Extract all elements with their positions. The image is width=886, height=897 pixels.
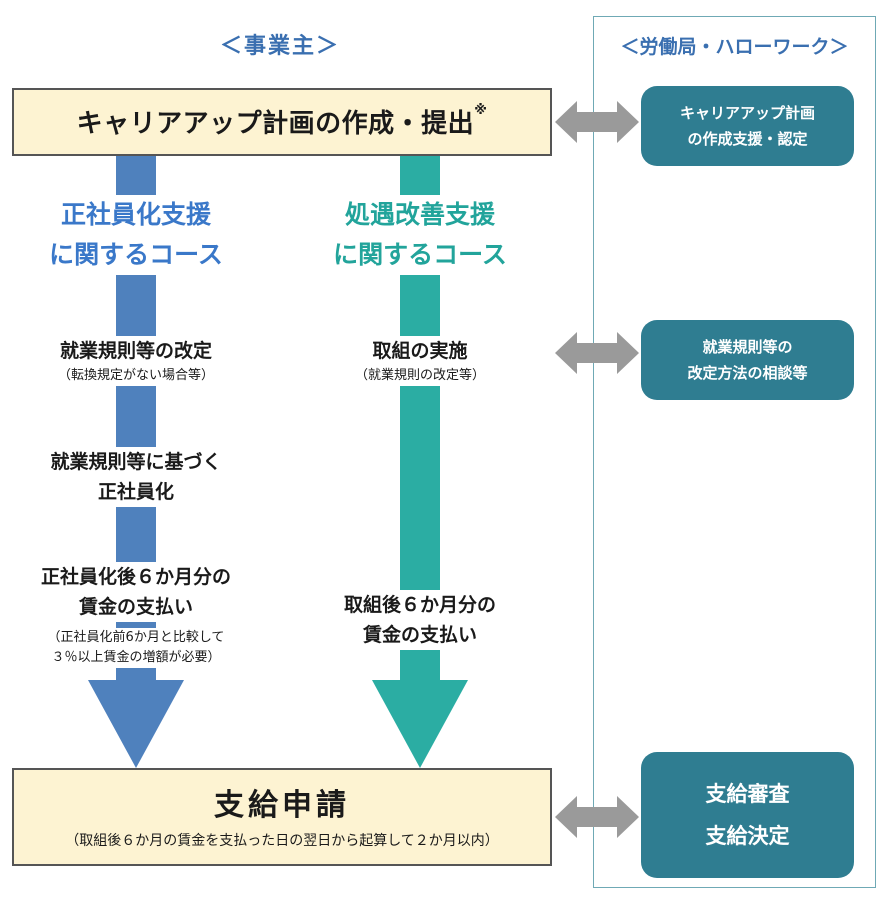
office-plan-support-box: キャリアアップ計画 の作成支援・認定	[641, 86, 854, 166]
office-consultation-line2: 改定方法の相談等	[687, 364, 808, 382]
application-deadline-note: （取組後６か月の賃金を支払った日の翌日から起算して２か月以内）	[65, 833, 499, 849]
regular-step-rules-revision: 就業規則等の改定 （転換規定がない場合等）	[14, 336, 258, 386]
office-decision-line: 支給決定	[705, 824, 790, 848]
plan-title-line: キャリアアップ計画の作成・提出※	[14, 103, 550, 140]
treatment-course-title: 処遇改善支援 に関するコース	[304, 195, 536, 275]
employer-header: ＜事業主＞	[219, 34, 340, 59]
application-title: 支給申請	[214, 788, 350, 823]
regular-step-conversion: 就業規則等に基づく 正社員化	[14, 447, 258, 507]
treatment-course-title-line2: に関するコース	[333, 240, 507, 269]
office-plan-support-line1: キャリアアップ計画	[679, 104, 815, 122]
office-header: ＜労働局・ハローワーク＞	[620, 36, 849, 58]
exchange-arrow-consultation	[555, 332, 639, 374]
regular-course-title-line1: 正社員化支援	[60, 200, 211, 229]
regular-step-conversion-line1: 就業規則等に基づく	[50, 451, 222, 473]
regular-course-arrow-head	[88, 680, 184, 768]
career-up-plan-box: キャリアアップ計画の作成・提出※	[12, 88, 552, 156]
regular-step-wage-line2: 賃金の支払い	[6, 592, 266, 622]
regular-step-wage-payment: 正社員化後６か月分の 賃金の支払い （正社員化前6か月と比較して ３％以上賃金の…	[6, 562, 266, 668]
treatment-course-arrow-head	[372, 680, 468, 768]
regular-step-rules-revision-note: （転換規定がない場合等）	[14, 366, 258, 386]
regular-step-wage-note1: （正社員化前6か月と比較して	[6, 628, 266, 648]
treatment-step-wage-payment: 取組後６か月分の 賃金の支払い	[300, 590, 540, 650]
regular-step-wage-line1: 正社員化後６か月分の	[6, 562, 266, 592]
exchange-arrow-application	[555, 796, 639, 838]
treatment-step-implementation: 取組の実施 （就業規則の改定等）	[320, 336, 520, 386]
treatment-course-title-line1: 処遇改善支援	[344, 200, 495, 229]
office-review-line: 支給審査	[705, 782, 790, 806]
treatment-step-wage-line1: 取組後６か月分の	[343, 594, 496, 616]
office-consultation-line1: 就業規則等の	[702, 338, 793, 356]
regular-course-title-line2: に関するコース	[49, 240, 223, 269]
office-review-decision-box: 支給審査 支給決定	[641, 752, 854, 878]
plan-title: キャリアアップ計画の作成・提出	[76, 109, 475, 139]
subsidy-application-box: 支給申請 （取組後６か月の賃金を支払った日の翌日から起算して２か月以内）	[12, 768, 552, 866]
regular-step-wage-note2: ３％以上賃金の増額が必要）	[6, 648, 266, 668]
office-plan-support-line2: の作成支援・認定	[687, 130, 808, 148]
treatment-step-wage-line2: 賃金の支払い	[362, 624, 477, 646]
treatment-step-implementation-label: 取組の実施	[320, 336, 520, 366]
regular-step-rules-revision-label: 就業規則等の改定	[14, 336, 258, 366]
note-mark: ※	[474, 103, 488, 118]
exchange-arrow-plan	[555, 101, 639, 143]
office-consultation-box: 就業規則等の 改定方法の相談等	[641, 320, 854, 400]
regular-course-title: 正社員化支援 に関するコース	[20, 195, 252, 275]
treatment-step-implementation-note: （就業規則の改定等）	[320, 366, 520, 386]
office-panel	[593, 16, 876, 888]
regular-step-conversion-line2: 正社員化	[97, 481, 174, 503]
